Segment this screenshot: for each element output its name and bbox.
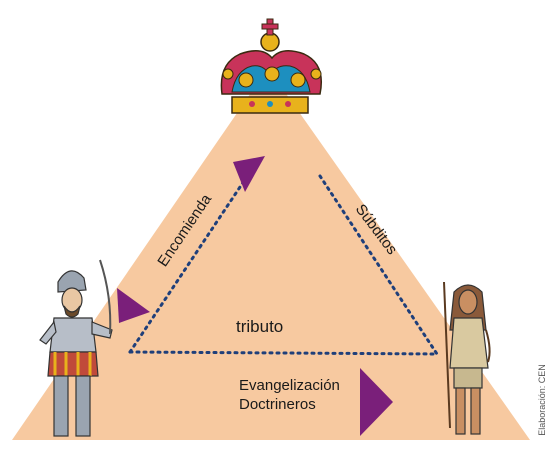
arrow-right-conquistador bbox=[117, 288, 150, 323]
hierarchy-triangle bbox=[12, 68, 530, 440]
crown-icon bbox=[220, 18, 322, 114]
label-tributo: tributo bbox=[236, 317, 284, 336]
direction-arrows bbox=[117, 156, 393, 436]
relation-lines bbox=[128, 174, 439, 356]
label-doctrineros: Doctrineros bbox=[239, 396, 316, 413]
label-evangelizacion: Evangelización bbox=[239, 377, 340, 394]
arrow-up-encomienda bbox=[233, 156, 265, 192]
arrow-right-evangelization bbox=[360, 368, 393, 436]
conquistador-figure bbox=[39, 259, 113, 437]
indigenous-figure bbox=[443, 281, 491, 435]
credit-label: Elaboración: CEN bbox=[536, 364, 547, 436]
label-evangelization: Evangelización Doctrineros bbox=[239, 376, 340, 414]
